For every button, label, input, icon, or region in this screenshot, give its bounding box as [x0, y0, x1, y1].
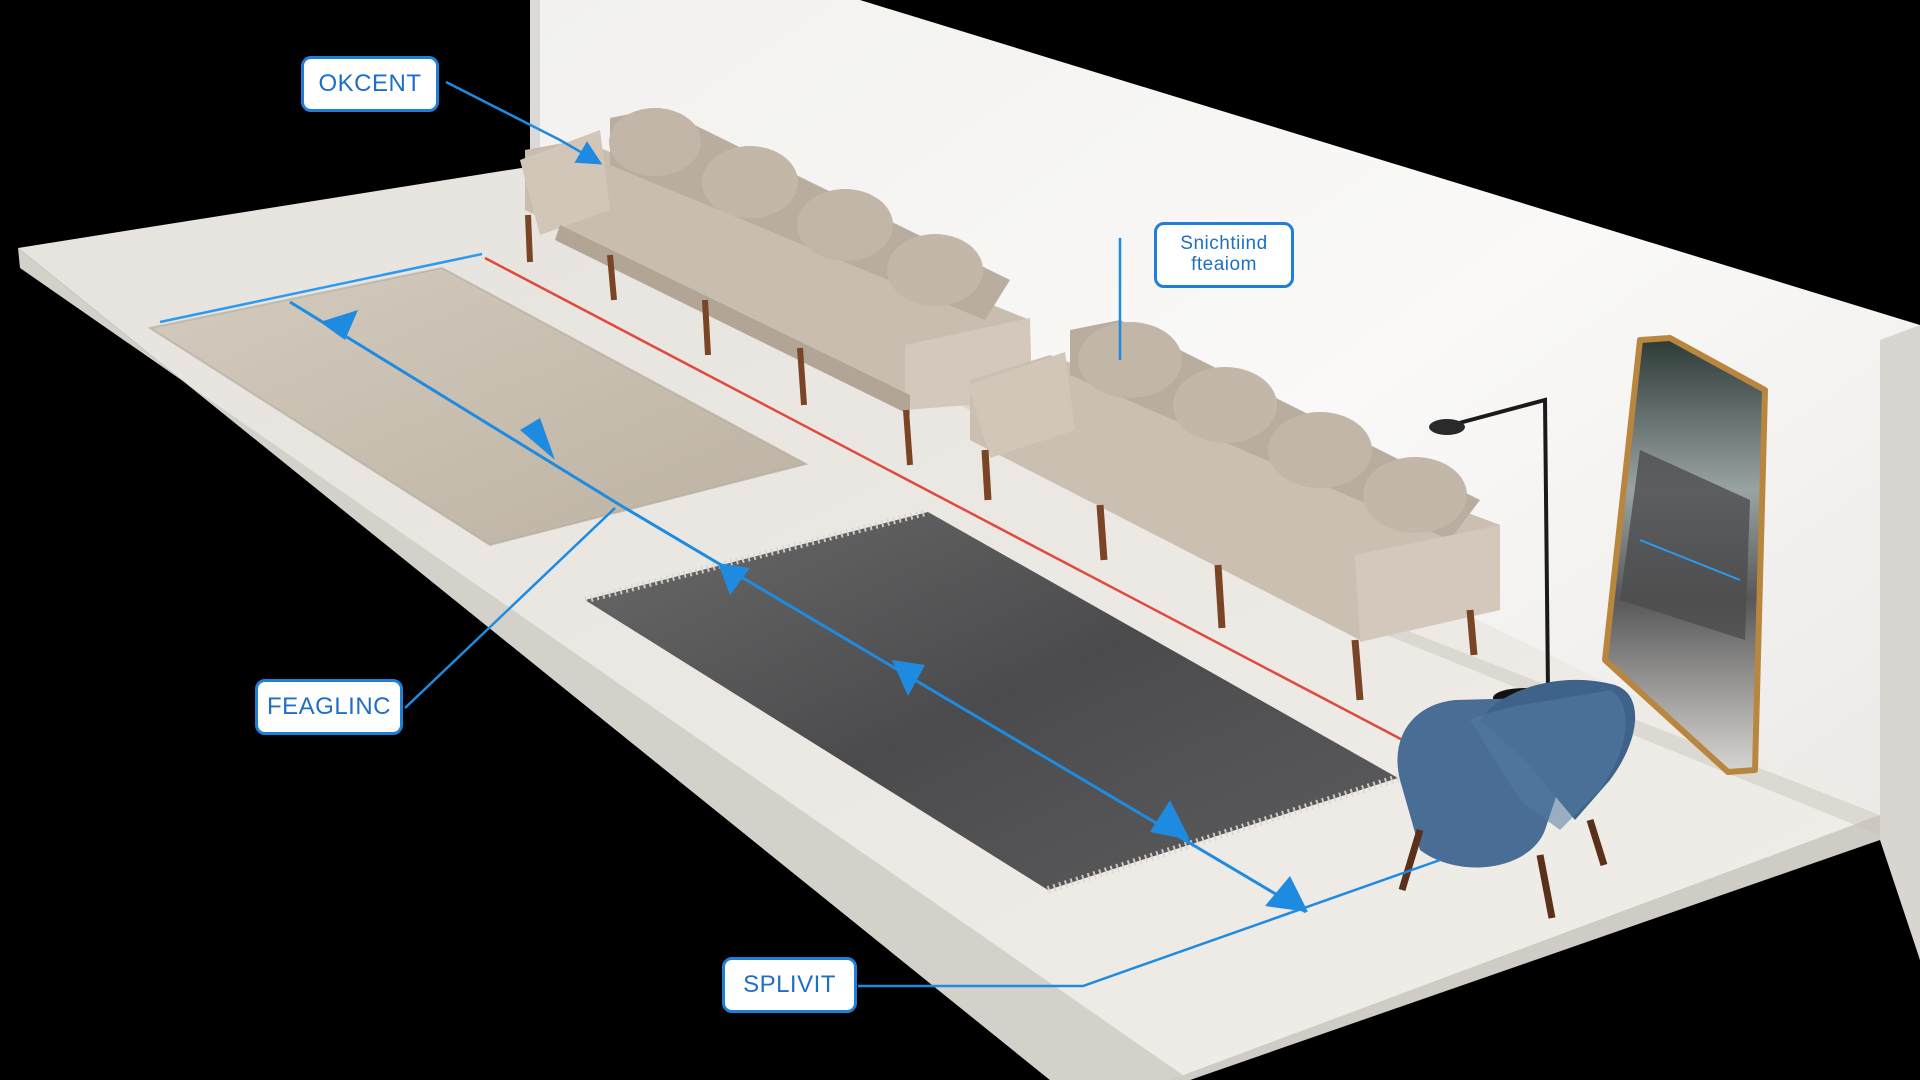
- callout-okcent: OKCENT: [301, 56, 439, 112]
- rug-edge-line-blue: [159, 252, 483, 324]
- wall-right-edge: [1880, 325, 1920, 960]
- callout-snichtiind: Snichtiind fteaiom: [1154, 222, 1294, 288]
- callout-snichtiind-line2: fteaiom: [1191, 254, 1257, 275]
- leader-feaglinc: [404, 507, 616, 709]
- arrow-icon: [1150, 800, 1190, 840]
- light-rug: [147, 266, 809, 547]
- sofa-right: [968, 320, 1500, 701]
- callout-feaglinc: FEAGLINC: [255, 679, 403, 735]
- arrow-icon: [718, 563, 750, 595]
- leader-okcent: [445, 80, 603, 165]
- callout-splivit: SPLIVIT: [722, 957, 857, 1013]
- floor-right-edge: [1170, 815, 1880, 1080]
- callout-snichtiind-line1: Snichtiind: [1180, 233, 1268, 255]
- arrow-icon: [520, 418, 555, 460]
- arrow-icon: [1265, 876, 1308, 912]
- guide-line-red: [484, 256, 1436, 759]
- annotation-lines: [289, 80, 1741, 988]
- armchair: [1397, 679, 1636, 919]
- arrow-icon: [320, 310, 358, 340]
- arrow-icon: [892, 660, 925, 696]
- floor-mirror: [1602, 335, 1768, 775]
- leader-splivit: [858, 858, 1441, 988]
